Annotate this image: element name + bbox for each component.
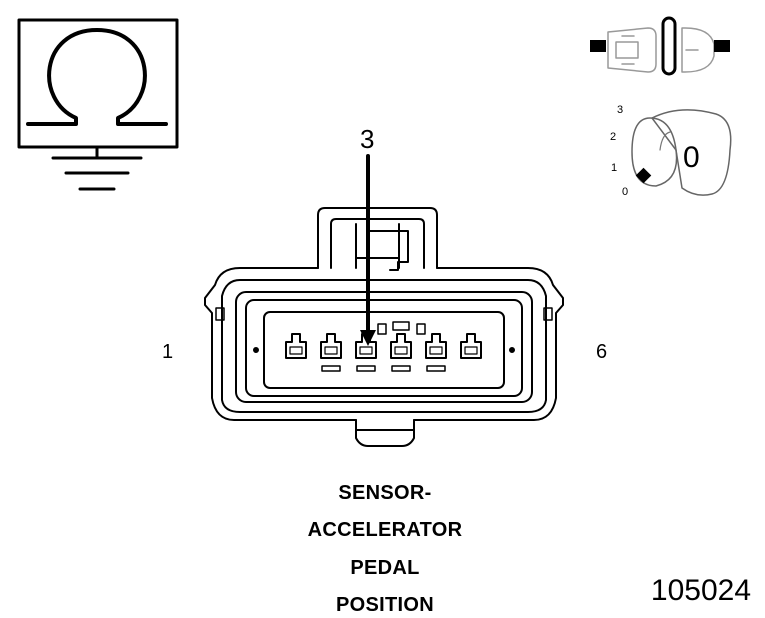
- terminal: [390, 333, 412, 359]
- terminal: [320, 333, 342, 359]
- terminal: [285, 333, 307, 359]
- ignition-position-label: 0: [622, 186, 629, 198]
- ignition-position-label: 1: [611, 162, 618, 174]
- ignition-position-label: 3: [617, 104, 624, 116]
- component-title-line: POSITION: [336, 594, 434, 616]
- pin-right-label: 6: [596, 341, 608, 363]
- pin-left-label: 1: [162, 341, 174, 363]
- ignition-position-label: 2: [610, 131, 617, 143]
- component-title-line: PEDAL: [350, 557, 420, 579]
- pin-callout-arrow: [360, 154, 376, 346]
- pin-callout-label: 3: [360, 124, 375, 154]
- ignition-current-position: 0: [683, 141, 700, 174]
- figure-number: 105024: [650, 574, 751, 607]
- component-title-line: SENSOR-: [338, 482, 432, 504]
- ground-symbol-icon: [51, 145, 143, 191]
- disconnected-connector-icon: [607, 27, 715, 73]
- ignition-key-icon: [631, 109, 732, 196]
- ohm-meter-icon: [17, 18, 179, 149]
- connector-housing: [204, 207, 564, 447]
- component-title-line: ACCELERATOR: [307, 519, 463, 541]
- terminal: [460, 333, 482, 359]
- terminal: [425, 333, 447, 359]
